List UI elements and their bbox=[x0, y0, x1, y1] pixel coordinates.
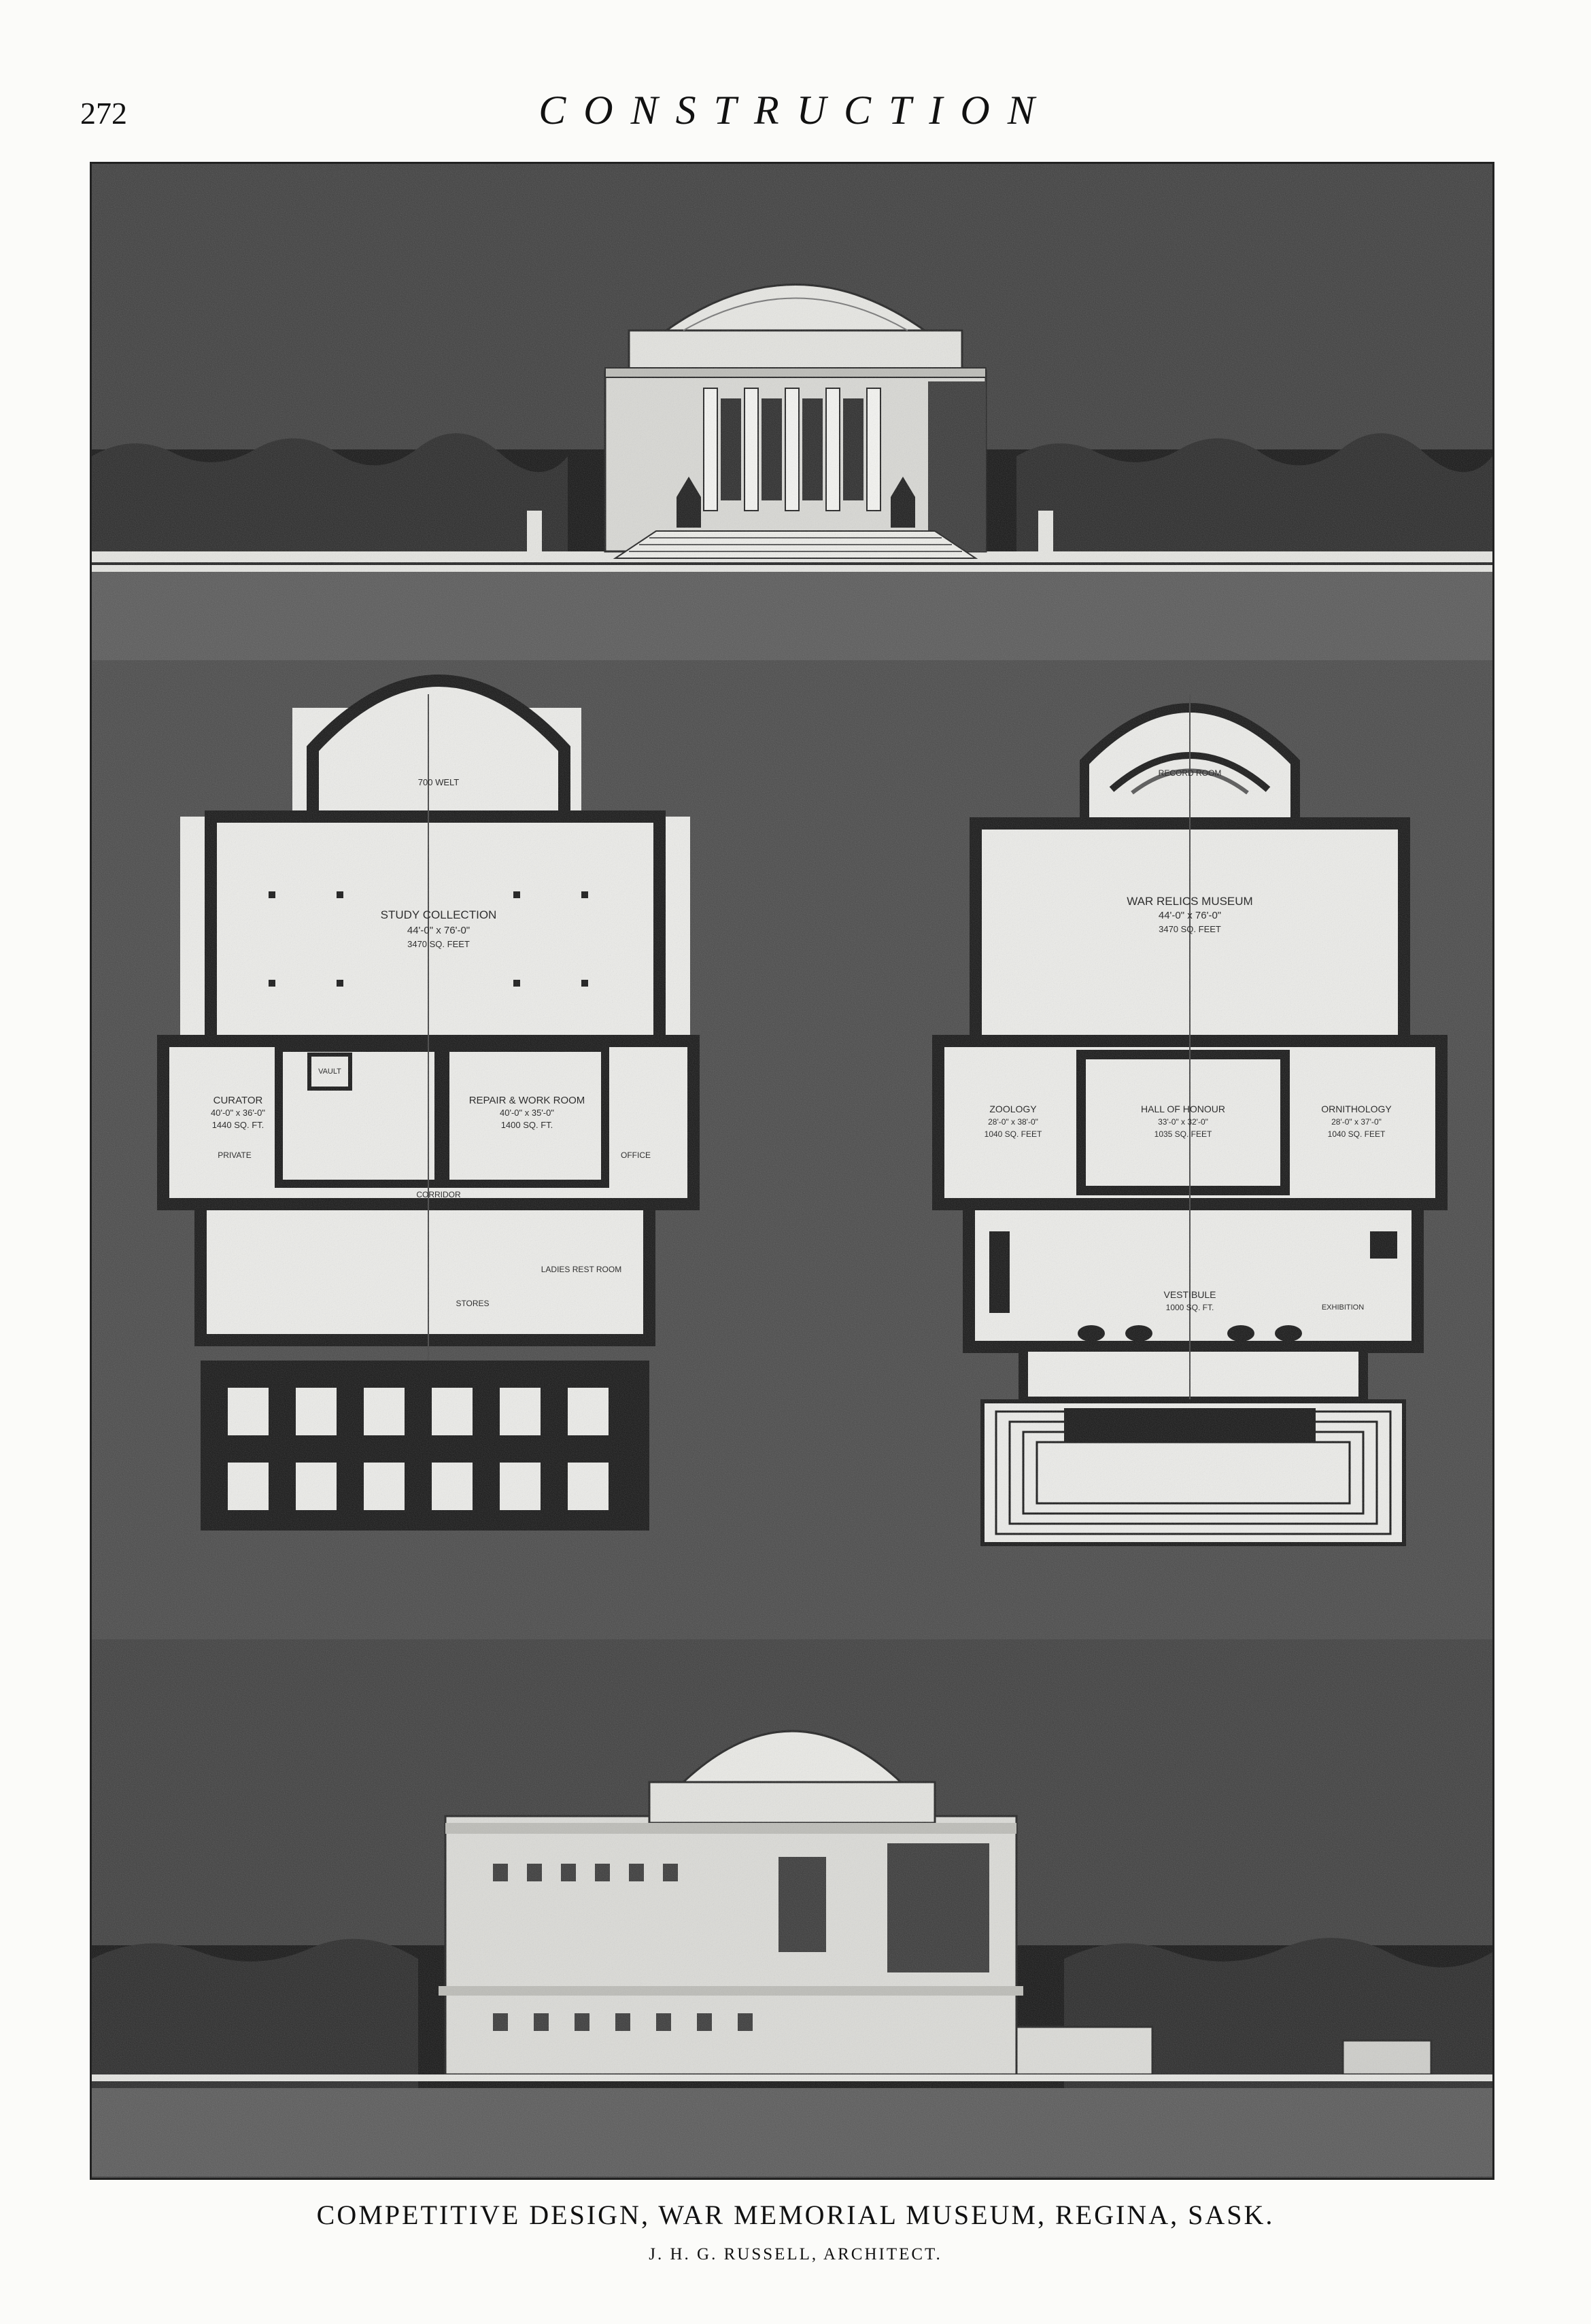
page-number: 272 bbox=[80, 96, 127, 131]
architect-credit: J. H. G. RUSSELL, ARCHITECT. bbox=[649, 2245, 942, 2263]
plate-drawing: 700 WELT STUDY COLLECTION 44'-0" x 76'-0… bbox=[92, 164, 1492, 2178]
halftone-texture bbox=[92, 164, 1492, 2178]
plate-caption: COMPETITIVE DESIGN, WAR MEMORIAL MUSEUM,… bbox=[316, 2200, 1275, 2230]
illustration-plate: 700 WELT STUDY COLLECTION 44'-0" x 76'-0… bbox=[90, 162, 1494, 2180]
running-head: CONSTRUCTION bbox=[538, 88, 1053, 133]
